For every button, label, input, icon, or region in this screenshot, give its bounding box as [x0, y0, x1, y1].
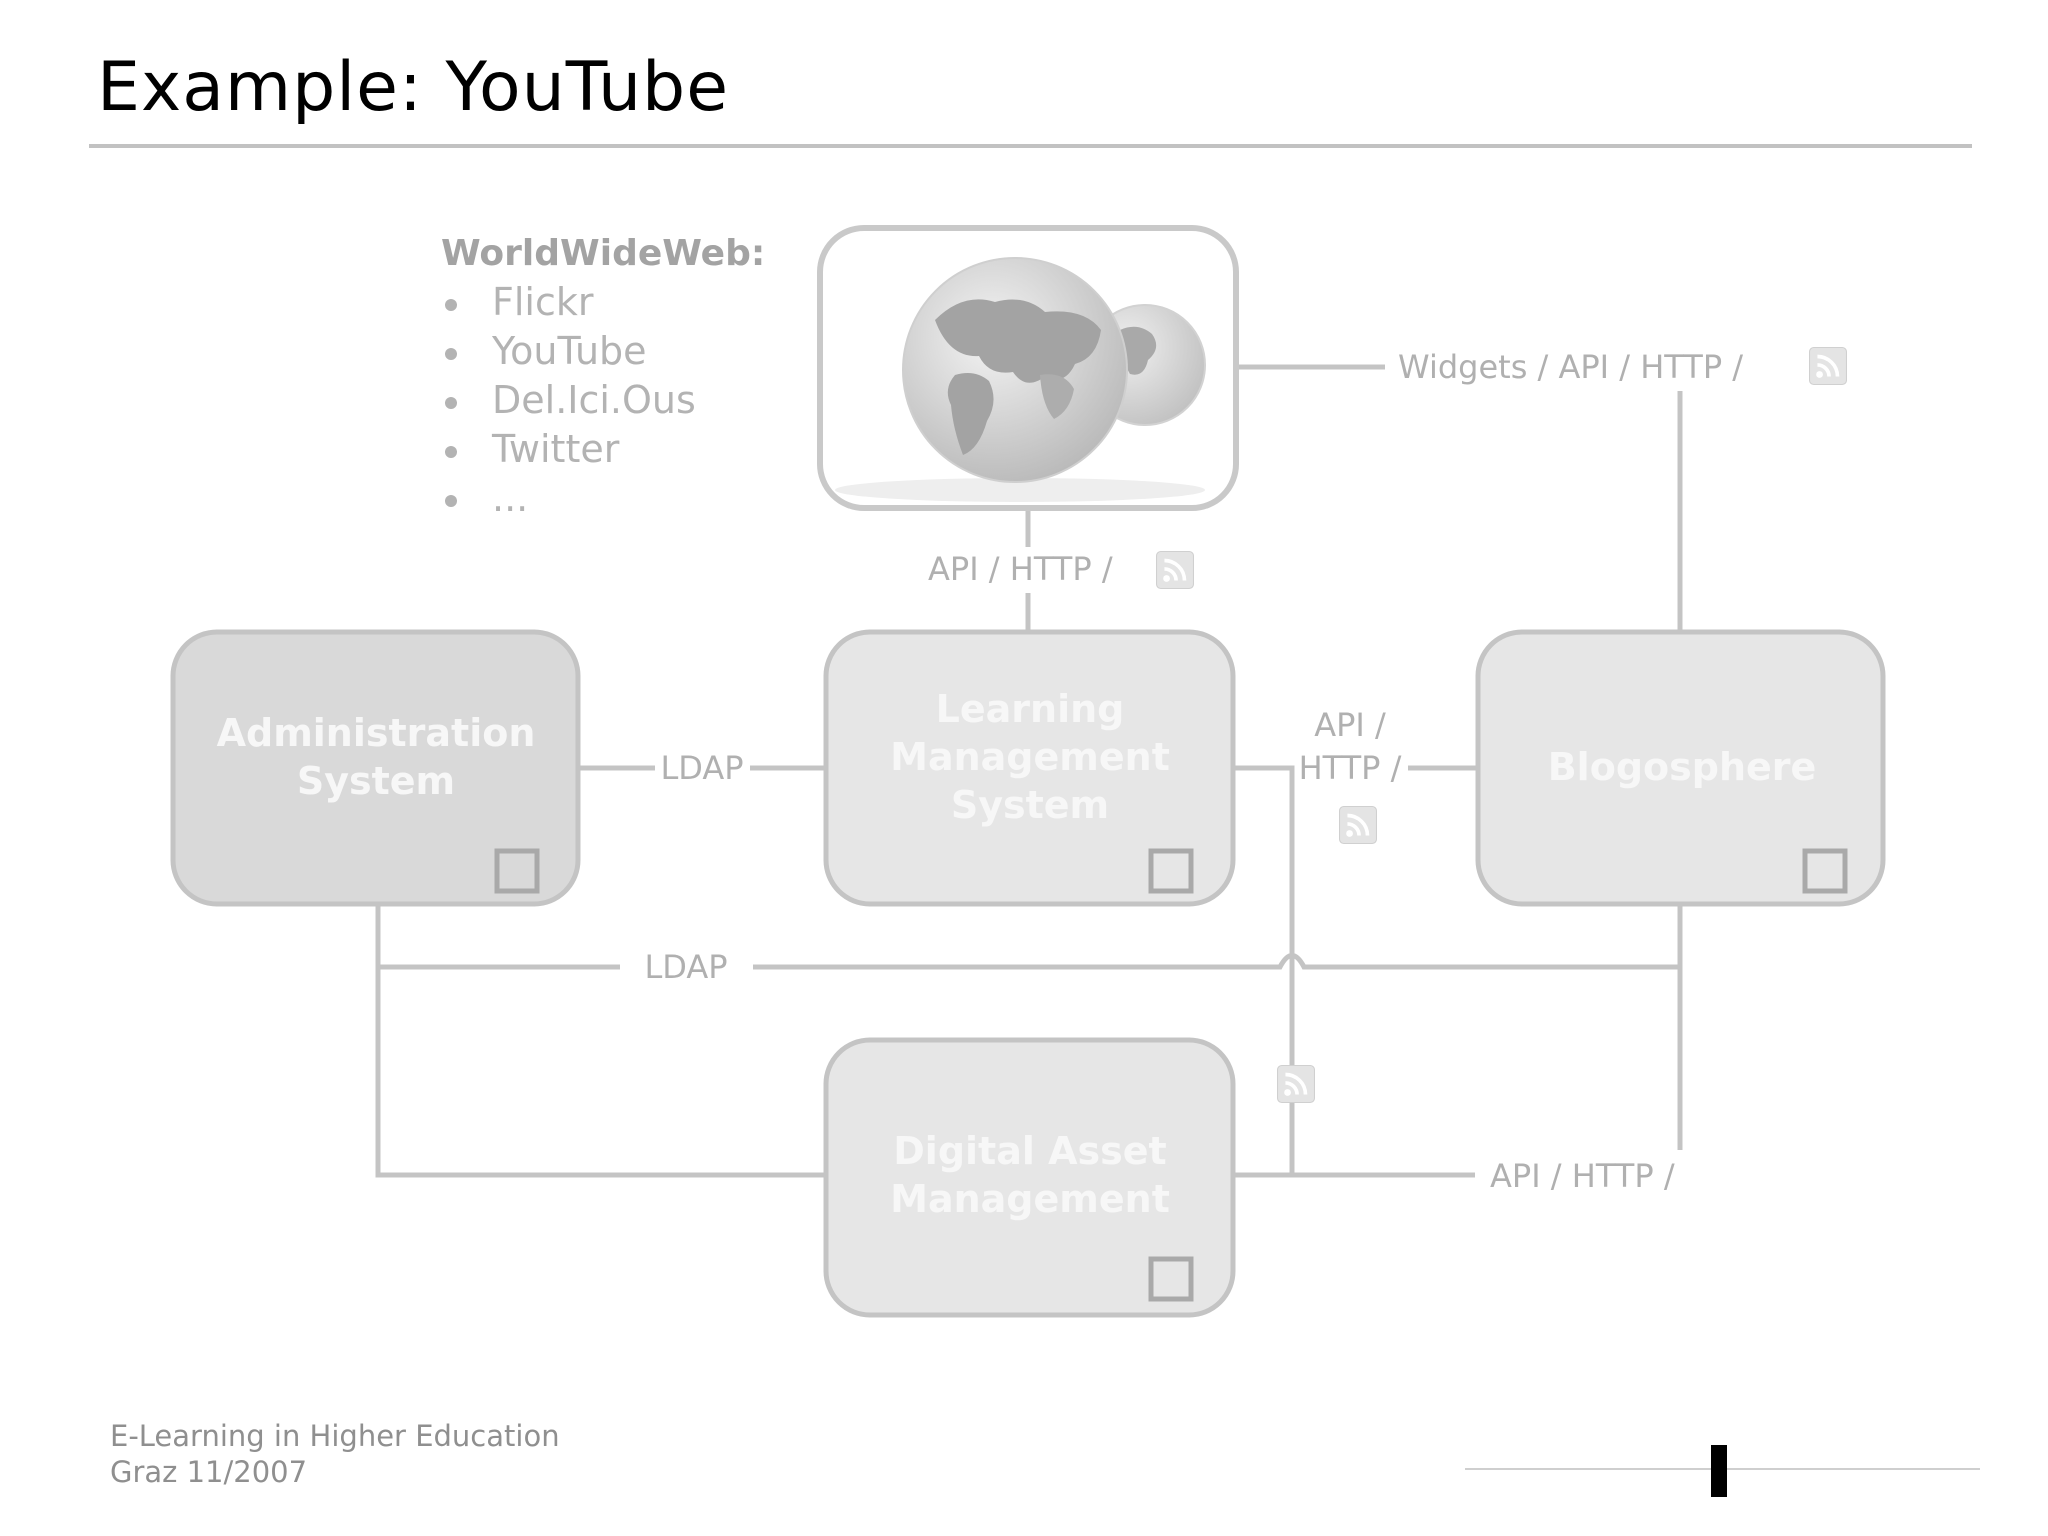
- blogosphere-node: Blogosphere: [1475, 629, 1886, 907]
- edge-label-www-lms: API / HTTP /: [928, 550, 1113, 588]
- dam-label-line1: Digital Asset: [893, 1129, 1166, 1173]
- lms-label-line3: System: [951, 783, 1109, 827]
- edge-label-lms-blog-2: HTTP /: [1299, 749, 1402, 787]
- slide-title: Example: YouTube: [97, 48, 730, 127]
- rss-feed-icon: [1339, 806, 1377, 844]
- globe-image: [835, 257, 1206, 502]
- footer-course: E-Learning in Higher Education: [110, 1419, 560, 1453]
- www-item: Twitter: [491, 427, 620, 471]
- www-item: ...: [492, 476, 528, 520]
- rss-feed-icon: [1156, 551, 1194, 589]
- edge-label-www-blog: Widgets / API / HTTP /: [1398, 348, 1743, 386]
- window-box-icon: [1148, 1256, 1194, 1302]
- lms-node: Learning Management System: [823, 629, 1236, 907]
- window-box-icon: [494, 848, 540, 894]
- admin-system-node: Administration System: [170, 629, 581, 907]
- www-item: Del.Ici.Ous: [492, 378, 696, 422]
- bullet: [445, 397, 457, 409]
- blog-label: Blogosphere: [1548, 745, 1817, 789]
- edge-admin-down: [375, 905, 828, 1178]
- edge-label-dam-api: API / HTTP /: [1490, 1157, 1675, 1195]
- lms-label-line2: Management: [890, 735, 1170, 779]
- footer: E-Learning in Higher Education Graz 11/2…: [110, 1418, 560, 1490]
- slide-progress-thumb: [1711, 1445, 1727, 1497]
- lms-label-line1: Learning: [936, 687, 1125, 731]
- www-item: Flickr: [492, 280, 594, 324]
- www-node: [817, 225, 1239, 511]
- www-heading: WorldWideWeb:: [441, 233, 765, 274]
- rss-feed-icon: [1277, 1065, 1315, 1103]
- edge-label-lms-blog-1: API /: [1314, 706, 1386, 744]
- edge-label-admin-lms: LDAP: [660, 749, 743, 787]
- edge-label-admin-ldap: LDAP: [644, 948, 727, 986]
- window-box-icon: [1802, 848, 1848, 894]
- window-box-icon: [1148, 848, 1194, 894]
- edge-ldap-bus: [378, 953, 1680, 970]
- www-list: WorldWideWeb: Flickr YouTube Del.Ici.Ous…: [441, 233, 765, 520]
- footer-date: Graz 11/2007: [110, 1455, 308, 1489]
- www-item: YouTube: [491, 329, 647, 373]
- bullet: [445, 348, 457, 360]
- admin-label-line1: Administration: [217, 711, 536, 755]
- bullet: [445, 299, 457, 311]
- title-rule: [89, 144, 1972, 148]
- dam-label-line2: Management: [890, 1177, 1170, 1221]
- edge-lms-blog: [1235, 765, 1295, 1175]
- bullet: [445, 446, 457, 458]
- rss-feed-icon: [1809, 347, 1847, 385]
- dam-node: Digital Asset Management: [823, 1037, 1236, 1318]
- bullet: [445, 495, 457, 507]
- admin-label-line2: System: [297, 759, 455, 803]
